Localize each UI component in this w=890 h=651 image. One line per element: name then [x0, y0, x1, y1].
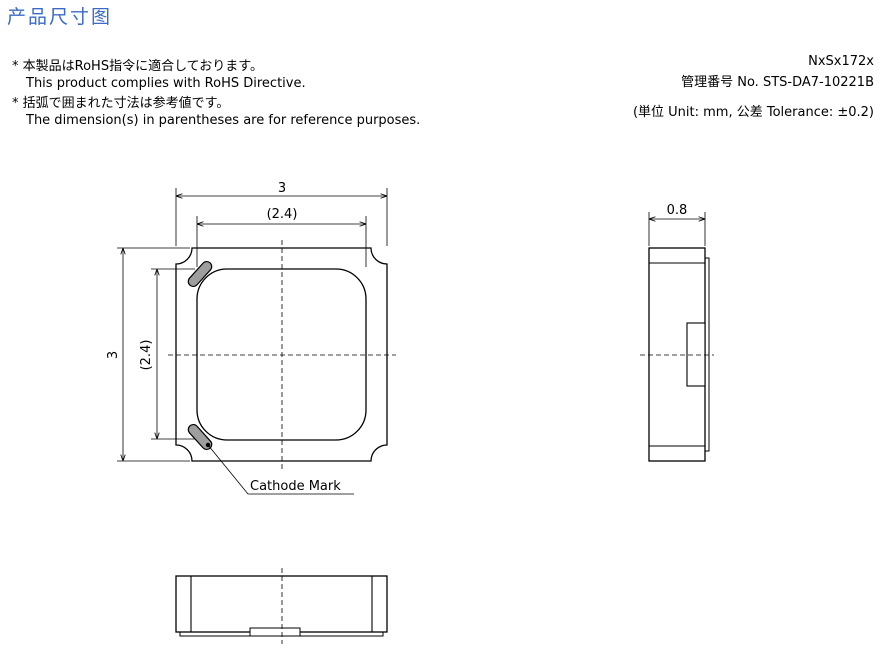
control-number: 管理番号 No. STS-DA7-10221B — [681, 75, 874, 90]
note-marker: * — [12, 59, 19, 74]
front-view-pad-gap — [249, 627, 301, 637]
note-rohs-en: This product complies with RoHS Directiv… — [26, 76, 306, 91]
pad-mark-top — [187, 260, 213, 288]
dim-inner-height: (2.4) — [139, 340, 154, 371]
pad-mark-bottom — [187, 423, 213, 451]
emitting-area — [196, 268, 367, 441]
dim-side-thickness: 0.8 — [667, 203, 688, 218]
note-rohs-jp: 本製品はRoHS指令に適合しております。 — [22, 59, 263, 74]
dim-inner-width: (2.4) — [267, 207, 298, 222]
dim-left-height: 3 — [106, 351, 121, 359]
note-reference: * 括弧で囲まれた寸法は参考値です。 The dimension(s) in p… — [12, 95, 420, 129]
top-view-outline — [175, 247, 388, 462]
side-view-lens — [686, 322, 706, 387]
cathode-label: Cathode Mark — [250, 479, 341, 494]
model-number: NxSx172x — [808, 54, 874, 69]
units-tolerance: (単位 Unit: mm, 公差 Tolerance: ±0.2) — [632, 105, 874, 120]
dim-top-width: 3 — [278, 181, 286, 196]
note-rohs: * 本製品はRoHS指令に適合しております。 This product comp… — [12, 58, 306, 92]
note-reference-en: The dimension(s) in parentheses are for … — [26, 113, 421, 128]
note-marker: * — [12, 96, 19, 111]
note-reference-jp: 括弧で囲まれた寸法は参考値です。 — [22, 96, 230, 111]
top-view: 3 (2.4) 3 (2.4) Cathode Mark — [106, 181, 396, 495]
page-title: 产品尺寸图 — [7, 6, 113, 28]
front-view-body — [175, 575, 388, 633]
cathode-leader — [207, 444, 354, 495]
side-view: 0.8 — [640, 203, 714, 462]
front-view — [175, 568, 388, 644]
